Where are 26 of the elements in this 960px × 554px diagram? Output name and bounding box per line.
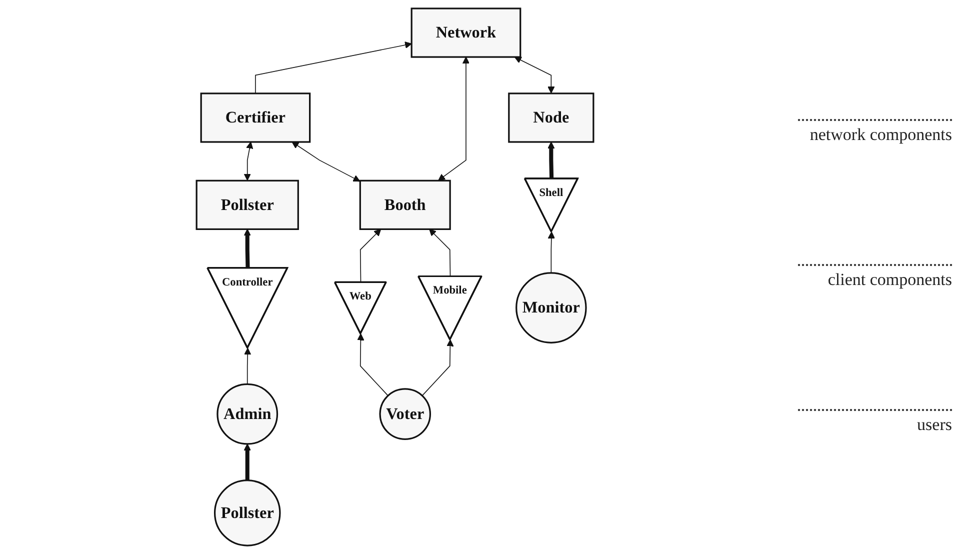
arrow (548, 232, 555, 274)
node-circle: Voter (379, 388, 432, 440)
arrow (244, 444, 251, 480)
arrow (292, 142, 360, 182)
layer-label: network components (798, 119, 952, 146)
node-box: Booth (359, 180, 451, 230)
node-circle: Pollster (214, 480, 281, 546)
arrow (514, 56, 555, 94)
node-box: Node (508, 92, 594, 143)
arrow (255, 42, 412, 94)
node-box: Certifier (200, 92, 311, 143)
arrow (429, 228, 451, 278)
arrow (438, 56, 470, 181)
arrow (422, 339, 454, 396)
layer-label: users (798, 408, 952, 435)
layer-label: client components (798, 264, 952, 290)
node-circle: Monitor (516, 272, 587, 344)
arrow (548, 142, 555, 179)
node-box: Pollster (196, 180, 299, 230)
arrow (357, 333, 388, 396)
node-circle: Admin (216, 383, 278, 445)
arrow (244, 348, 252, 385)
node-box: Network (410, 8, 522, 58)
arrow (360, 228, 382, 284)
arrow (244, 142, 254, 181)
arrow (244, 228, 251, 268)
